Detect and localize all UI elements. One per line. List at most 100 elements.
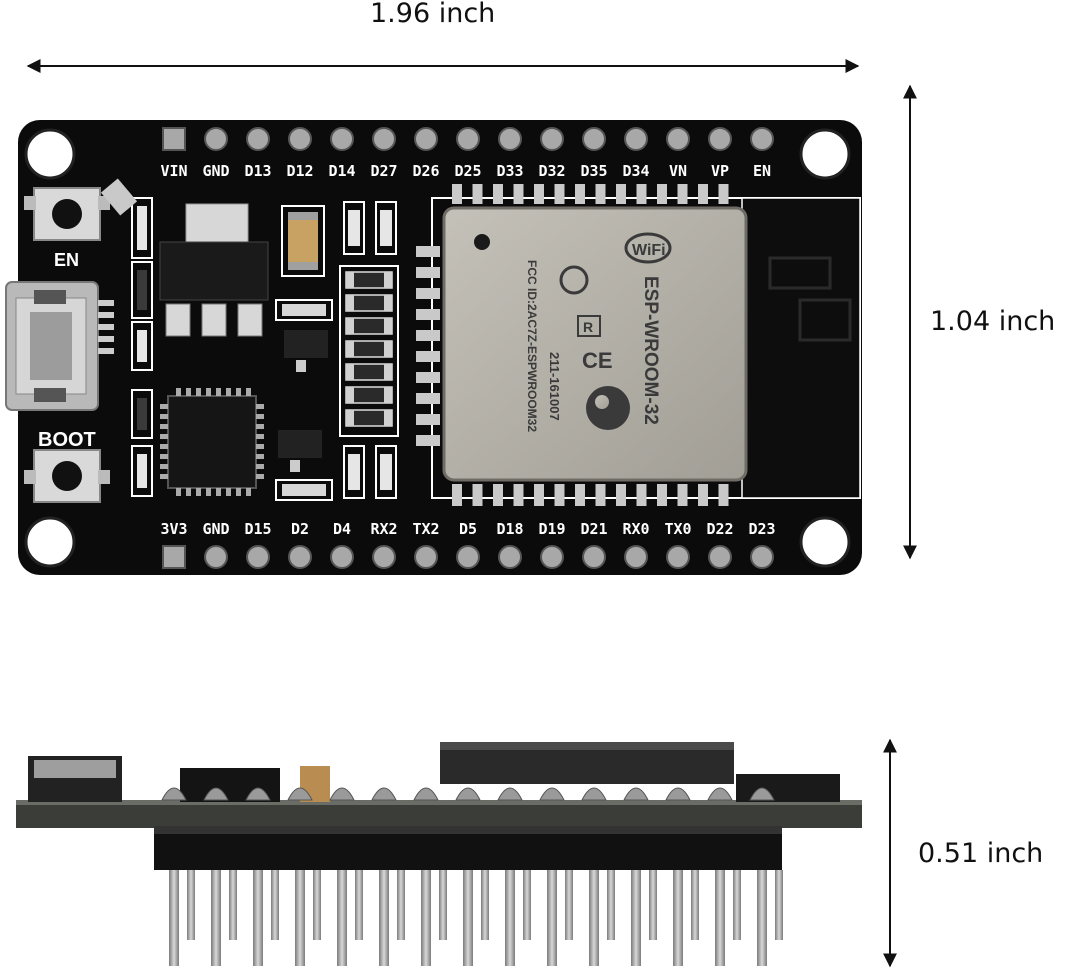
solder-joint	[497, 787, 523, 801]
smd-resistors-left	[131, 197, 153, 497]
bottom-pin-label: D4	[333, 520, 351, 538]
module-pad	[472, 184, 483, 204]
en-button[interactable]	[24, 187, 110, 241]
svg-text:ESP-WROOM-32: ESP-WROOM-32	[640, 276, 661, 425]
thickness-dimension-label: 0.51 inch	[918, 838, 1044, 869]
bottom-pin-label: D23	[748, 520, 775, 538]
wifi-logo-icon: WiFi	[624, 232, 672, 264]
solder-joint	[329, 787, 355, 801]
module-pad	[452, 484, 462, 506]
header-pin-leg	[607, 870, 615, 940]
module-pad	[616, 184, 626, 204]
solder-joint	[245, 787, 271, 801]
top-pin-label: D14	[328, 162, 355, 180]
module-pad	[452, 184, 462, 204]
header-pin-bottom	[372, 545, 396, 569]
solder-joint	[665, 787, 691, 801]
module-pad	[416, 330, 440, 341]
header-pin-top	[414, 127, 438, 151]
solder-joint	[203, 787, 229, 801]
header-pin-leg	[715, 870, 725, 966]
header-pin-bottom	[204, 545, 228, 569]
header-pin-leg	[439, 870, 447, 940]
header-pin-top	[582, 127, 606, 151]
header-pin-leg	[211, 870, 221, 966]
header-pin-leg	[229, 870, 237, 940]
header-pin-leg	[169, 870, 179, 966]
header-pin-bottom	[414, 545, 438, 569]
top-pin-label: D35	[580, 162, 607, 180]
header-pin-bottom	[246, 545, 270, 569]
bottom-pin-label: RX0	[622, 520, 649, 538]
solder-joint	[413, 787, 439, 801]
header-pin-top	[372, 127, 396, 151]
bottom-pin-label: 3V3	[160, 520, 187, 538]
pcb-side-view	[16, 742, 862, 870]
voltage-regulator	[159, 203, 269, 337]
svg-text:FCC ID:2AC7Z-ESPWROOM32: FCC ID:2AC7Z-ESPWROOM32	[525, 260, 539, 432]
header-pin-leg	[421, 870, 431, 966]
header-pin-leg	[355, 870, 363, 940]
height-dimension-label: 1.04 inch	[930, 306, 1056, 337]
tantalum-capacitor	[281, 205, 325, 277]
bottom-pin-label: RX2	[370, 520, 397, 538]
header-pin-top	[246, 127, 270, 151]
module-pad	[698, 184, 708, 204]
module-pad	[657, 184, 667, 204]
header-pin-bottom	[750, 545, 774, 569]
solder-joint	[623, 787, 649, 801]
boot-button[interactable]	[24, 449, 110, 503]
solder-joint	[749, 787, 775, 801]
module-pad	[636, 184, 647, 204]
resistor-array	[339, 265, 399, 437]
module-pad	[698, 484, 708, 506]
header-pin-leg	[253, 870, 263, 966]
header-pin-leg	[187, 870, 195, 940]
header-pin-bottom	[666, 545, 690, 569]
module-pad	[416, 372, 440, 383]
header-pin-leg	[337, 870, 347, 966]
bottom-pin-label: TX2	[412, 520, 439, 538]
module-pad	[513, 184, 524, 204]
svg-text:211-161007: 211-161007	[547, 352, 562, 421]
rf-shield-can	[442, 206, 748, 482]
header-pin-leg	[631, 870, 641, 966]
module-pad	[575, 484, 585, 506]
boot-button-label: BOOT	[38, 429, 96, 451]
header-pin-top	[288, 127, 312, 151]
header-pin-top	[750, 127, 774, 151]
bottom-pin-label: D5	[459, 520, 477, 538]
top-pin-label: D27	[370, 162, 397, 180]
bottom-pin-label: TX0	[664, 520, 691, 538]
header-pin-leg	[673, 870, 683, 966]
header-pin-bottom	[330, 545, 354, 569]
module-pad	[616, 484, 626, 506]
header-pin-bottom	[498, 545, 522, 569]
module-pad	[472, 484, 483, 506]
bottom-pin-label: D18	[496, 520, 523, 538]
header-pin-top	[708, 127, 732, 151]
mounting-hole	[24, 516, 76, 568]
module-pad	[575, 184, 585, 204]
header-pin-bottom	[540, 545, 564, 569]
header-pin-top	[330, 127, 354, 151]
module-pad	[595, 184, 606, 204]
module-pad	[677, 484, 688, 506]
header-pin-leg	[523, 870, 531, 940]
header-pin-bottom	[162, 545, 186, 569]
smd-transistors	[275, 299, 333, 501]
top-pin-label: D33	[496, 162, 523, 180]
header-pin-leg	[379, 870, 389, 966]
top-pin-label: VIN	[160, 162, 187, 180]
svg-text:CE: CE	[582, 348, 613, 373]
module-pad	[416, 267, 440, 278]
module-pad	[416, 393, 440, 404]
header-pin-leg	[313, 870, 321, 940]
bottom-pin-label: D19	[538, 520, 565, 538]
header-pin-top	[666, 127, 690, 151]
esp-wroom-32-module	[431, 197, 861, 499]
header-pin-bottom	[624, 545, 648, 569]
top-pin-label: D25	[454, 162, 481, 180]
mounting-hole	[799, 128, 851, 180]
header-pin-leg	[271, 870, 279, 940]
